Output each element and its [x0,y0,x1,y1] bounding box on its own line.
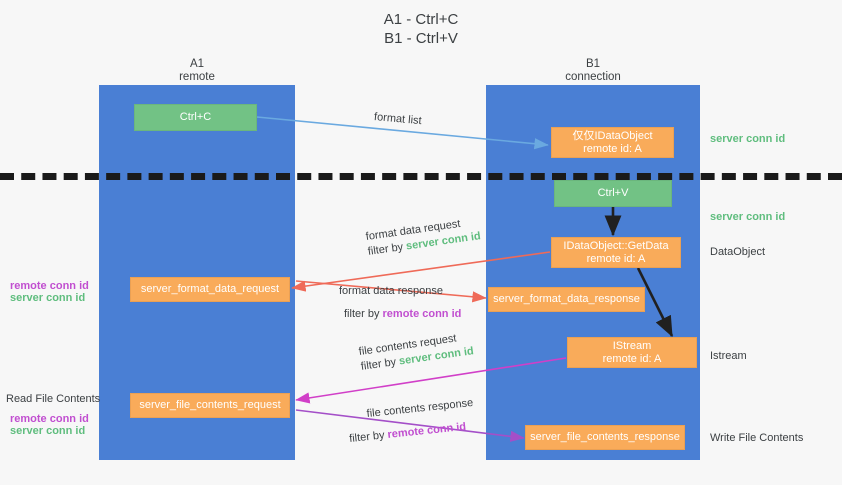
edge-label-format-data-response-l2: filter by remote conn id [344,307,461,322]
side-label-dataobject: DataObject [710,245,765,259]
filter-by-prefix: filter by [360,355,400,373]
node-ctrl-c[interactable]: Ctrl+C [134,104,257,131]
node-idataobject-getdata[interactable]: IDataObject::GetData remote id: A [551,237,681,268]
node-istream[interactable]: IStream remote id: A [567,337,697,368]
lane-header-b1-name: B1 [585,58,601,70]
edge-label-file-contents-response-l2: filter by remote conn id [349,419,477,447]
node-istream-line1: IStream [612,339,652,352]
node-server-format-data-request[interactable]: server_format_data_request [130,277,290,302]
filter-by-prefix: filter by [367,240,407,258]
side-label-read-file-contents-text: Read File Contents [6,393,101,405]
side-label-server-conn-id-2: server conn id [710,210,785,224]
side-label-server-conn-id-3: server conn id [10,291,85,305]
side-label-server-conn-id-3-text: server conn id [10,292,86,304]
node-ctrl-c-label: Ctrl+C [179,111,212,123]
edge-label-file-contents-request: file contents request filter by server c… [358,329,475,375]
node-istream-line2: remote id: A [602,352,662,365]
node-ctrl-v[interactable]: Ctrl+V [554,180,672,207]
node-getdata-line1: IDataObject::GetData [563,239,669,252]
side-label-server-conn-id-2-text: server conn id [710,211,786,223]
node-idataobject-line2: remote id: A [583,142,642,155]
node-server-file-contents-response[interactable]: server_file_contents_response [525,425,685,450]
edge-label-format-data-request: format data request filter by server con… [365,214,482,260]
side-label-server-conn-id-1-text: server conn id [710,133,786,145]
side-label-server-conn-id-1: server conn id [710,132,785,146]
node-server-file-contents-request-label: server_file_contents_request [139,399,281,411]
lane-header-a1-sub: remote [179,71,215,83]
filter-key-remote-conn-id: remote conn id [386,420,467,441]
node-server-format-data-request-label: server_format_data_request [140,283,280,295]
edge-label-format-data-response-l1: format data response [339,285,443,297]
side-label-server-conn-id-4: server conn id [10,424,85,438]
side-label-server-conn-id-4-text: server conn id [10,425,86,437]
node-idataobject[interactable]: 仅仅IDataObject remote id: A [551,127,674,158]
filter-by-prefix: filter by [348,429,389,445]
edge-label-format-list: format list [373,110,423,129]
node-server-format-data-response[interactable]: server_format_data_response [488,287,645,312]
node-server-format-data-response-label: server_format_data_response [493,293,640,305]
phase-divider [0,173,842,180]
side-label-remote-conn-id-1: remote conn id [10,279,89,293]
side-label-istream: Istream [710,349,747,363]
side-label-read-file-contents: Read File Contents [6,392,100,406]
side-label-istream-text: Istream [710,350,747,362]
lane-header-a1-name: A1 [189,58,205,70]
side-label-write-file-contents-text: Write File Contents [710,432,804,444]
side-label-write-file-contents: Write File Contents [710,431,803,445]
node-getdata-line2: remote id: A [586,252,646,265]
edge-label-format-data-response: format data response filter by remote co… [339,284,461,322]
edge-label-file-contents-response: file contents response filter by remote … [349,396,476,445]
node-server-file-contents-response-label: server_file_contents_response [530,431,680,443]
edge-label-file-contents-response-l1: file contents response [366,396,474,421]
side-label-remote-conn-id-2-text: remote conn id [10,413,89,425]
side-label-remote-conn-id-1-text: remote conn id [10,280,89,292]
filter-by-prefix: filter by [344,308,383,320]
edge-label-format-list-text: format list [373,111,423,128]
side-label-remote-conn-id-2: remote conn id [10,412,89,426]
lane-header-a1: A1 remote [99,58,295,84]
page-title: A1 - Ctrl+C B1 - Ctrl+V [383,11,459,47]
filter-key-remote-conn-id: remote conn id [382,308,462,320]
node-server-file-contents-request[interactable]: server_file_contents_request [130,393,290,418]
node-ctrl-v-label: Ctrl+V [597,187,629,199]
lane-header-b1-sub: connection [565,71,621,83]
lane-header-b1: B1 connection [486,58,700,84]
side-label-dataobject-text: DataObject [710,246,766,258]
node-idataobject-line1: 仅仅IDataObject [572,129,653,142]
